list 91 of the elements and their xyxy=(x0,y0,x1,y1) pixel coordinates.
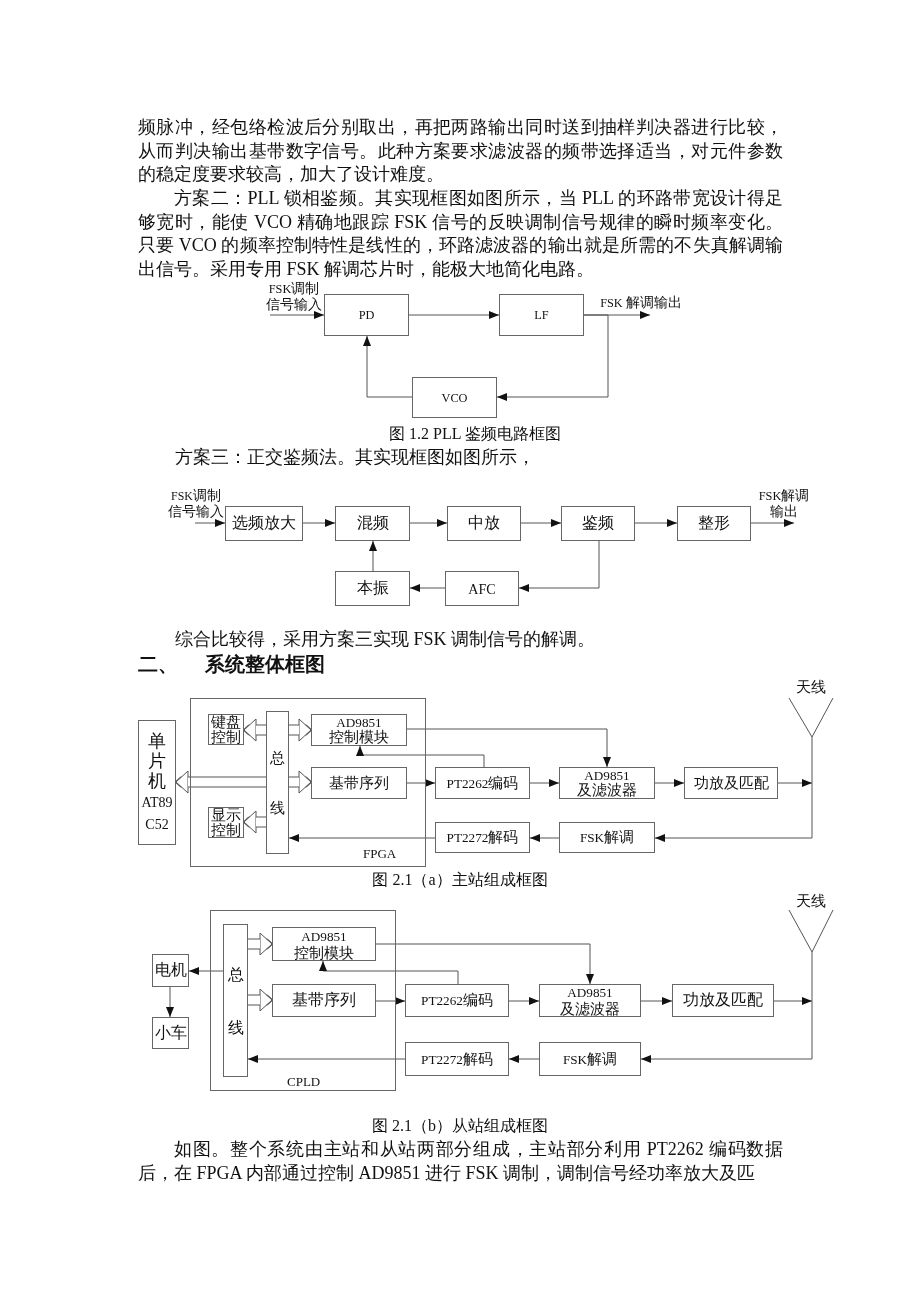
bus-arrow xyxy=(248,932,273,956)
section-heading: 系统整体框图 xyxy=(205,651,325,677)
process-box: 功放及匹配 xyxy=(684,767,778,799)
process-box: 单片机AT89C52 xyxy=(138,720,176,845)
arrow xyxy=(166,986,174,1018)
arrow xyxy=(375,943,594,985)
bus-arrow xyxy=(289,770,312,794)
process-box: 基带序列 xyxy=(272,984,376,1017)
process-box: FSK解调 xyxy=(539,1042,641,1076)
arrow xyxy=(194,519,226,527)
arrow xyxy=(777,779,813,787)
process-box: AFC xyxy=(445,571,519,606)
process-box: 显示控制 xyxy=(208,807,244,838)
paragraph: 如图。整个系统由主站和从站两部分组成，主站部分利用 PT2262 编码数据后，在 FPGA 内部通过控制 AD9851 进行 FSK 调制，调制信号经功率放大及匹 xyxy=(138,1138,783,1185)
process-box: 功放及匹配 xyxy=(672,984,774,1017)
process-box: AD9851 控制模块 xyxy=(272,927,376,961)
process-box: LF xyxy=(499,294,584,336)
process-box: 鉴频 xyxy=(561,506,635,541)
bus-bar: 总线 xyxy=(266,711,289,854)
process-box: PT2262编码 xyxy=(405,984,509,1017)
process-box: 整形 xyxy=(677,506,751,541)
paragraph: 方案二：PLL 锁相鉴频。其实现框图如图所示，当 PLL 的环路带宽设计得足够宽时，能使 VCO 精确地跟踪 FSK 信号的反映调制信号规律的瞬时频率变化。只要 VCO 的频率控制特性是线性的，环路滤波器的输出就是所需的不失真解调输出信号。采用专用 FSK 解调芯片时，能极大地简化电路。 xyxy=(138,187,783,281)
frame-label: CPLD xyxy=(287,1074,321,1089)
arrow xyxy=(508,1055,540,1063)
arrow xyxy=(654,834,813,842)
process-box: PT2272解码 xyxy=(435,822,530,853)
arrow xyxy=(356,745,485,768)
arrow xyxy=(406,728,611,768)
signal-label: FSK调制信号输入 xyxy=(264,281,324,315)
arrow xyxy=(269,311,325,319)
arrow xyxy=(520,519,562,527)
arrow xyxy=(496,314,609,401)
signal-label: FSK调制信号输入 xyxy=(167,487,225,523)
arrow xyxy=(406,779,436,787)
bus-bar: 总线 xyxy=(223,924,248,1077)
chip-frame xyxy=(190,698,426,867)
process-box: VCO xyxy=(412,377,497,418)
process-box: FSK解调 xyxy=(559,822,655,853)
paragraph: 方案三：正交鉴频法。其实现框图如图所示， xyxy=(175,446,535,469)
process-box: 键盘控制 xyxy=(208,714,244,745)
bus-arrow xyxy=(175,770,266,794)
paragraph: 综合比较得，采用方案三实现 FSK 调制信号的解调。 xyxy=(175,628,596,651)
figure-caption: 图 1.2 PLL 鉴频电路框图 xyxy=(389,424,561,444)
arrow xyxy=(188,967,224,975)
process-box: 中放 xyxy=(447,506,521,541)
process-box: PT2272解码 xyxy=(405,1042,509,1076)
antenna-label: 天线 xyxy=(796,893,826,910)
paragraph: 频脉冲，经包络检波后分别取出，再把两路输出同时送到抽样判决器进行比较，从而判决输出基带数字信号。此种方案要求滤波器的频带选择适当，对元件参数的稳定度要求较高，加大了设计难度。 xyxy=(138,116,783,187)
frame-label: FPGA xyxy=(363,846,397,861)
arrow xyxy=(409,519,448,527)
chip-frame xyxy=(210,910,396,1091)
bus-arrow xyxy=(243,718,266,742)
arrow xyxy=(375,997,406,1005)
process-box: AD9851 及滤波器 xyxy=(539,984,641,1017)
arrow xyxy=(640,997,673,1005)
process-box: AD9851 控制模块 xyxy=(311,714,407,746)
arrow xyxy=(634,519,678,527)
arrow xyxy=(288,834,436,842)
process-box: PD xyxy=(324,294,409,336)
arrow xyxy=(654,779,685,787)
process-box: 小车 xyxy=(152,1017,189,1049)
section-number: 二、 xyxy=(138,651,178,677)
arrow xyxy=(409,584,446,592)
antenna-label: 天线 xyxy=(796,679,826,696)
signal-label: FSK解调输出 xyxy=(753,487,815,523)
arrow xyxy=(640,1055,813,1063)
figure-caption: 图 2.1（a）主站组成框图 xyxy=(372,870,548,890)
process-box: 基带序列 xyxy=(311,767,407,799)
process-box: 混频 xyxy=(335,506,410,541)
arrow xyxy=(319,960,459,985)
process-box: 本振 xyxy=(335,571,410,606)
signal-label: FSK 解调输出 xyxy=(598,294,684,315)
arrow xyxy=(529,834,560,842)
bus-arrow xyxy=(289,718,312,742)
arrow xyxy=(773,997,813,1005)
arrow xyxy=(408,311,500,319)
arrow xyxy=(247,1055,406,1063)
arrow xyxy=(508,997,540,1005)
bus-arrow xyxy=(248,988,273,1012)
bus-arrow xyxy=(243,810,266,834)
arrow xyxy=(518,540,600,592)
process-box: AD9851 及滤波器 xyxy=(559,767,655,799)
process-box: 电机 xyxy=(152,954,189,987)
arrow xyxy=(363,335,413,398)
process-box: PT2262编码 xyxy=(435,767,530,799)
arrow xyxy=(529,779,560,787)
arrow xyxy=(750,519,795,527)
figure-caption: 图 2.1（b）从站组成框图 xyxy=(372,1116,548,1136)
arrow xyxy=(369,540,377,572)
process-box: 选频放大 xyxy=(225,506,303,541)
arrow xyxy=(302,519,336,527)
